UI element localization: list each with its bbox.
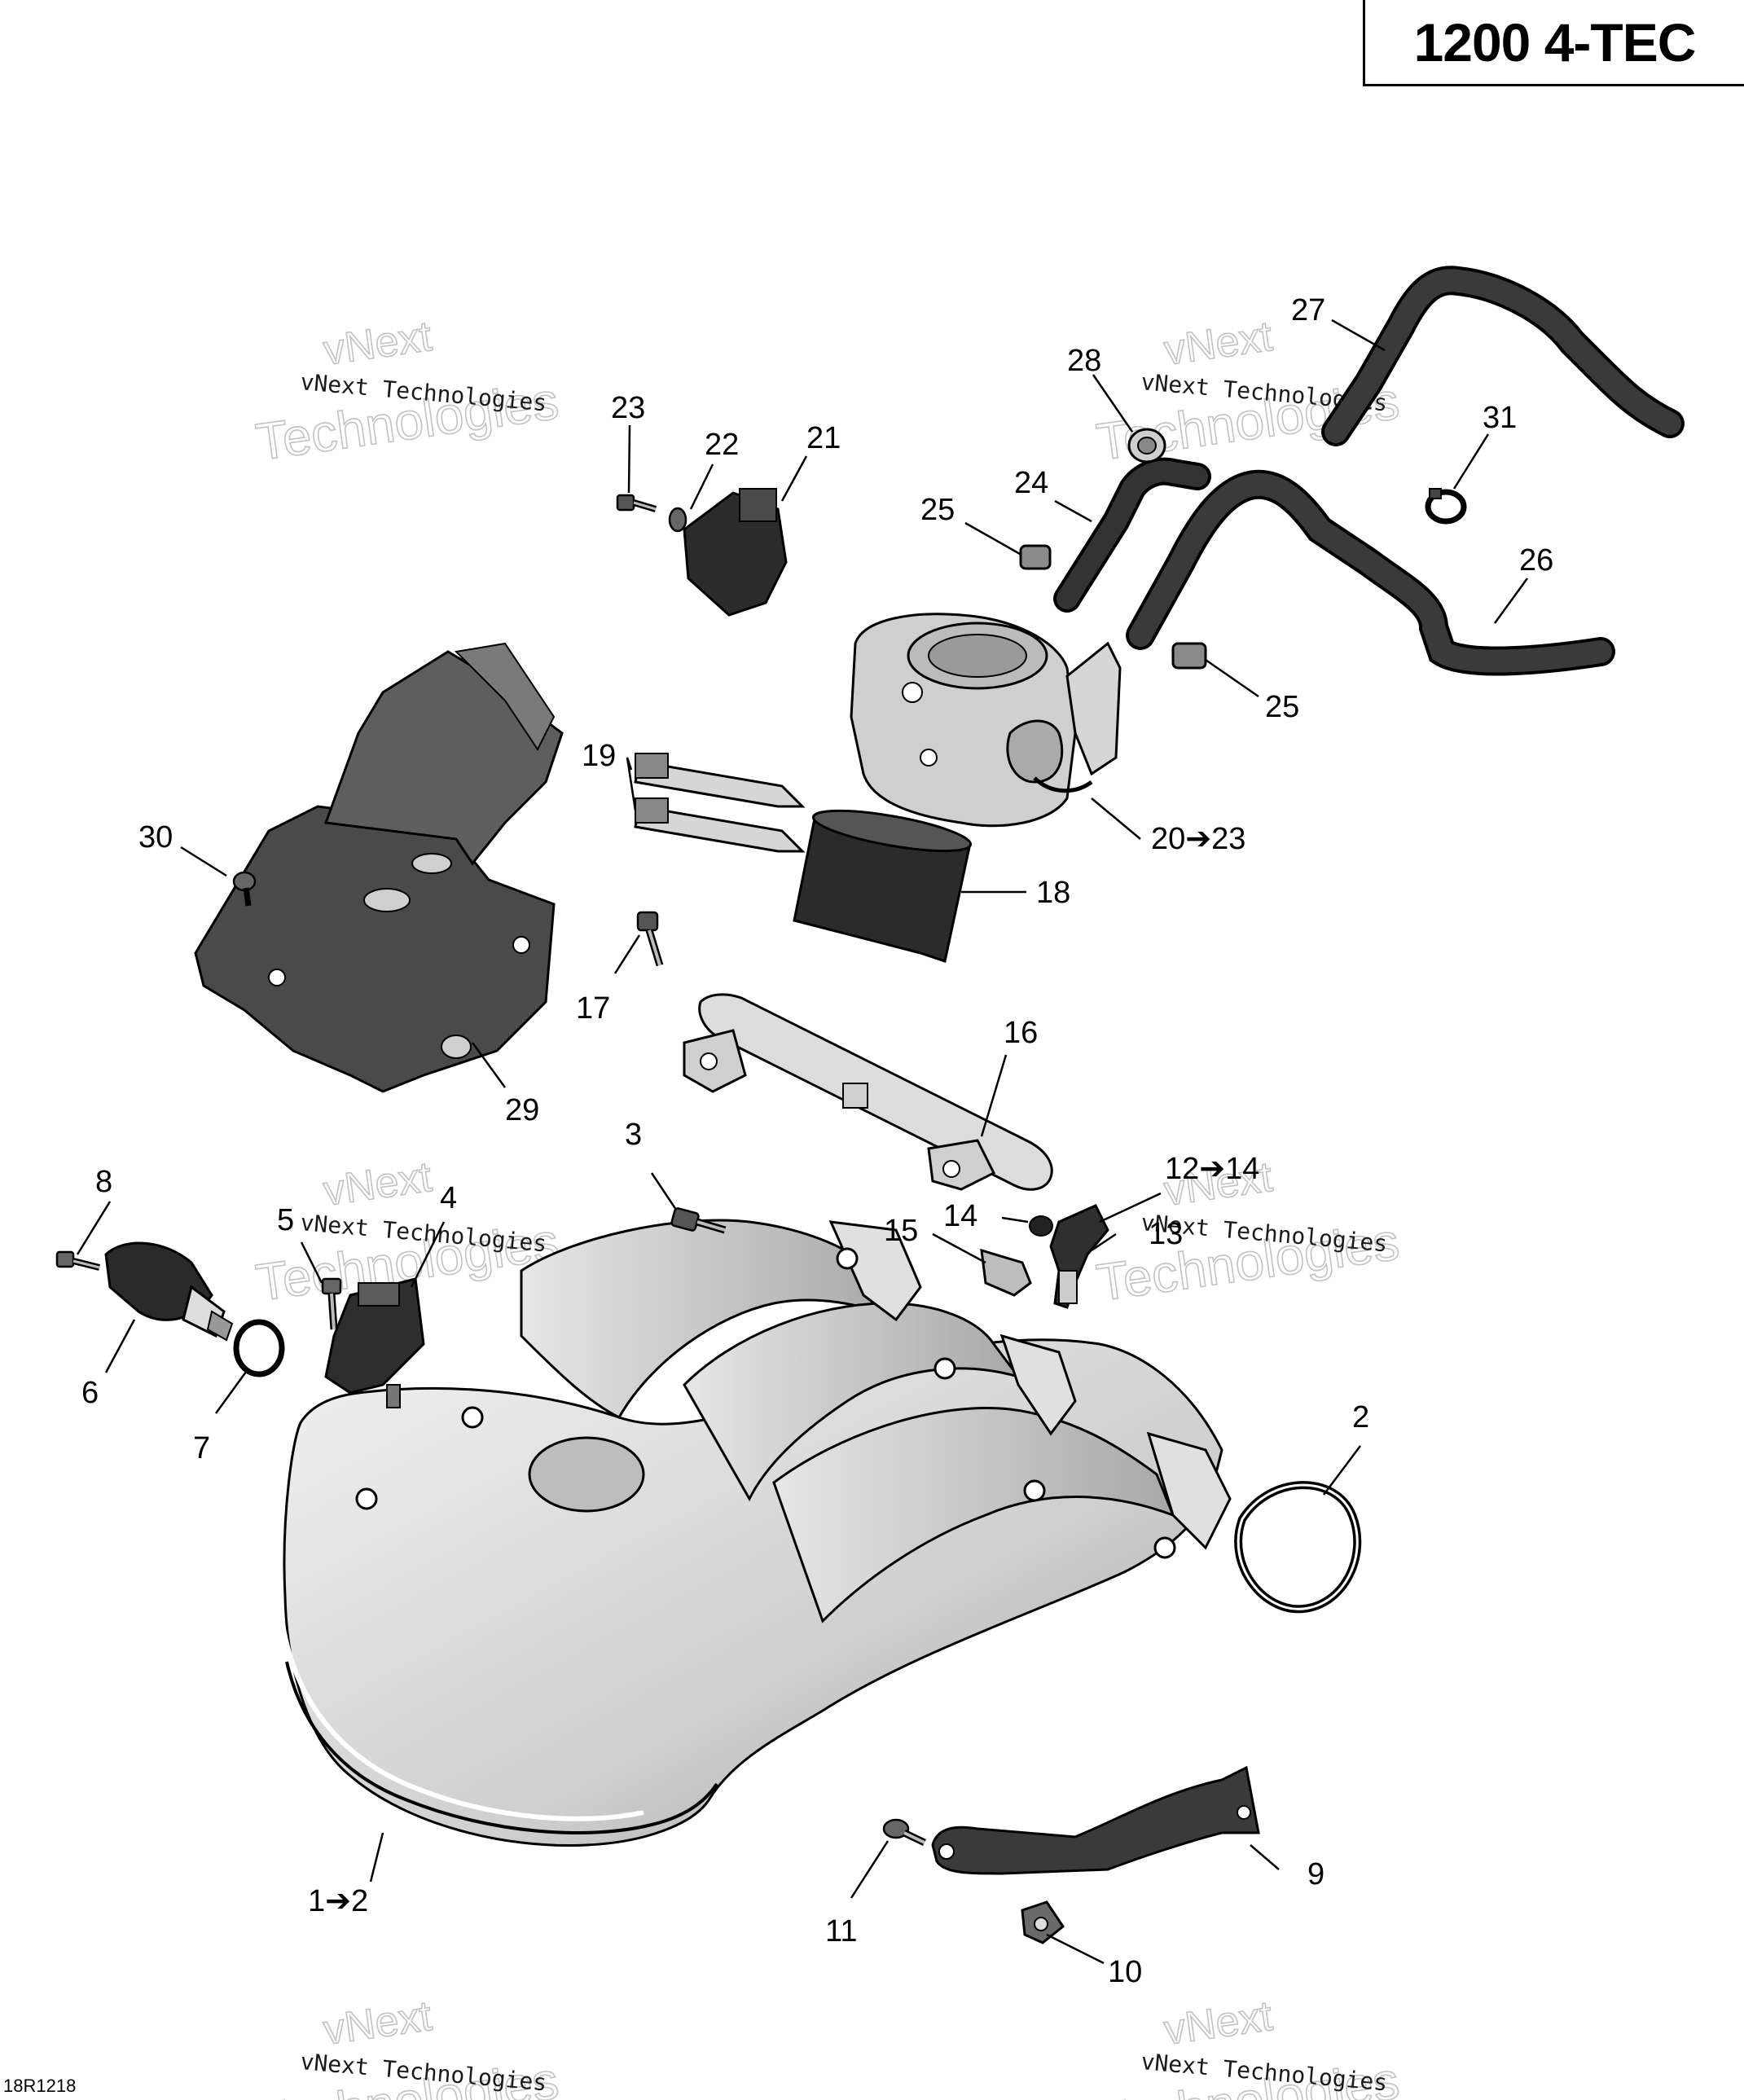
part-o-ring-small: [233, 1319, 285, 1377]
callout-9: 9: [1307, 1857, 1324, 1891]
callout-23: 23: [611, 391, 645, 425]
part-clip-15: [980, 1248, 1032, 1297]
svg-text:vNext: vNext: [1162, 313, 1276, 375]
callout-6: 6: [81, 1376, 99, 1410]
part-hose-24: [1053, 457, 1211, 613]
leader-lines: [76, 319, 1529, 1965]
part-o-ring-large: [1234, 1481, 1362, 1614]
page-title: 1200 4-TEC: [1413, 11, 1697, 72]
callout-10: 10: [1108, 1955, 1142, 1989]
part-clamps-19: [634, 753, 806, 853]
part-sensor-6: [104, 1241, 234, 1342]
callout-12-14: 12➔14: [1165, 1152, 1259, 1186]
callout-2: 2: [1352, 1400, 1369, 1434]
svg-text:vNext: vNext: [321, 313, 435, 375]
callout-31: 31: [1483, 401, 1517, 435]
callout-18: 18: [1036, 876, 1070, 910]
part-throttle-body: [850, 613, 1122, 828]
callout-15: 15: [884, 1214, 918, 1248]
watermark-top-left: vNext Technologies vNext Technologies: [252, 312, 563, 472]
callout-13: 13: [1149, 1217, 1183, 1251]
part-mounting-plate: [194, 642, 564, 1093]
part-screw-3: [670, 1207, 727, 1234]
part-fuel-rail: [683, 993, 1053, 1191]
callout-4: 4: [440, 1181, 457, 1215]
part-fitting-28: [1127, 428, 1166, 463]
part-screw-8: [55, 1250, 100, 1271]
part-screw-11: [882, 1818, 926, 1847]
callout-25b: 25: [1265, 690, 1299, 724]
callout-7: 7: [193, 1431, 210, 1465]
callout-30: 30: [138, 820, 173, 854]
part-bracket-9: [931, 1765, 1260, 1875]
callout-labels: 1➔2 2 3 4 5 6 7 8 9 10 11 12➔14 13 14 15…: [81, 293, 1553, 1989]
part-coupler-18: [793, 809, 973, 963]
part-screw-5: [321, 1277, 342, 1330]
callout-26: 26: [1519, 543, 1553, 578]
callout-29: 29: [505, 1093, 539, 1127]
part-washer-22: [668, 507, 687, 533]
callout-1-2: 1➔2: [308, 1884, 368, 1918]
part-sleeve-25b: [1171, 642, 1207, 670]
callout-25a: 25: [920, 493, 955, 527]
callout-22: 22: [705, 428, 739, 462]
callout-20-23: 20➔23: [1151, 822, 1245, 856]
part-screw-23: [616, 494, 657, 512]
callout-21: 21: [806, 421, 841, 455]
watermark-bottom-left: vNext Technologies vNext Technologies: [252, 1992, 563, 2100]
part-fuel-injector: [1029, 1204, 1109, 1309]
callout-5: 5: [277, 1203, 294, 1237]
callout-17: 17: [576, 991, 610, 1026]
callout-14: 14: [943, 1199, 977, 1233]
part-sleeve-25a: [1019, 544, 1052, 570]
callout-8: 8: [95, 1165, 112, 1199]
part-clip-10: [1021, 1900, 1065, 1944]
callout-28: 28: [1067, 344, 1101, 378]
callout-19: 19: [582, 739, 616, 773]
part-hose-26: [1126, 469, 1615, 676]
part-sensor-4: [324, 1277, 425, 1408]
part-clamp-31: [1425, 488, 1467, 525]
svg-text:vNext: vNext: [321, 1992, 435, 2054]
callout-11: 11: [825, 1914, 857, 1948]
callout-16: 16: [1004, 1016, 1038, 1050]
part-intake-manifold: [281, 1219, 1232, 1847]
svg-text:vNext: vNext: [321, 1153, 435, 1215]
part-screw-17: [636, 911, 664, 967]
svg-text:vNext: vNext: [1162, 1992, 1276, 2054]
callout-27: 27: [1291, 293, 1325, 327]
part-hose-27: [1321, 266, 1685, 446]
part-screw-30: [232, 871, 257, 907]
callout-3: 3: [625, 1118, 642, 1152]
drawing-code: 18R1218: [3, 2076, 77, 2096]
title-box: 1200 4-TEC: [1363, 0, 1744, 86]
part-throttle-sensor: [683, 488, 788, 617]
watermark-bottom-right: vNext Technologies vNext Technologies: [1092, 1992, 1404, 2100]
callout-24: 24: [1014, 466, 1048, 500]
